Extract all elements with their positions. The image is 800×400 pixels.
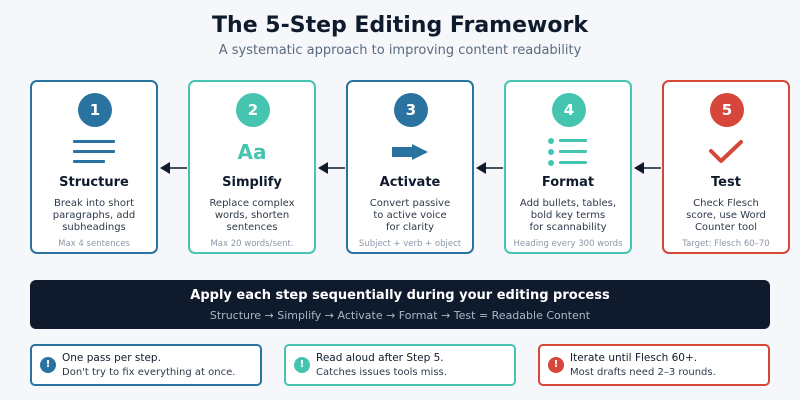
step-title: Format <box>541 175 595 190</box>
step-note: Subject + verb + object <box>358 239 462 249</box>
step-number-badge: 4 <box>552 93 586 127</box>
step-card-structure: 1 Structure Break into short paragraphs,… <box>30 80 158 254</box>
tip-box-iterate: ! Iterate until Flesch 60+. Most drafts … <box>538 344 770 386</box>
step-number-badge: 3 <box>394 93 428 127</box>
aa-icon-text: Aa <box>237 140 267 164</box>
tip-box-read-aloud: ! Read aloud after Step 5. Catches issue… <box>284 344 516 386</box>
step-note: Max 20 words/sent. <box>210 239 294 249</box>
tip-subtitle: Don't try to fix everything at once. <box>62 367 236 378</box>
tip-subtitle: Catches issues tools miss. <box>316 367 447 378</box>
checkmark-icon <box>664 137 788 167</box>
exclamation-icon: ! <box>294 357 310 373</box>
banner-subtitle: Structure → Simplify → Activate → Format… <box>209 309 591 322</box>
summary-banner: Apply each step sequentially during your… <box>30 280 770 329</box>
step-card-format: 4 Format Add bullets, tables, bold key t… <box>504 80 632 254</box>
banner-title: Apply each step sequentially during your… <box>190 288 610 303</box>
step-description: Break into short paragraphs, add subhead… <box>52 198 136 233</box>
exclamation-icon: ! <box>548 357 564 373</box>
page-subtitle: A systematic approach to improving conte… <box>218 43 582 58</box>
exclamation-icon: ! <box>40 357 56 373</box>
step-number-badge: 2 <box>236 93 270 127</box>
step-title: Test <box>711 175 741 190</box>
step-card-activate: 3 Activate Convert passive to active voi… <box>346 80 474 254</box>
tip-title: Iterate until Flesch 60+. <box>570 352 698 364</box>
step-description: Convert passive to active voice for clar… <box>369 198 451 233</box>
step-card-test: 5 Test Check Flesch score, use Word Coun… <box>662 80 790 254</box>
step-description: Check Flesch score, use Word Counter too… <box>686 198 766 233</box>
tip-title: Read aloud after Step 5. <box>316 352 444 364</box>
step-note: Heading every 300 words <box>513 239 623 249</box>
step-description: Replace complex words, shorten sentences <box>209 198 295 233</box>
step-number-badge: 1 <box>78 93 112 127</box>
tip-box-one-pass: ! One pass per step. Don't try to fix ev… <box>30 344 262 386</box>
connector-arrow-icon <box>318 162 345 174</box>
lines-icon <box>32 137 156 167</box>
step-title: Simplify <box>222 175 282 190</box>
step-title: Structure <box>59 175 129 190</box>
connector-arrow-icon <box>160 162 187 174</box>
page-title: The 5-Step Editing Framework <box>212 13 588 38</box>
arrow-icon <box>348 137 472 167</box>
connector-arrow-icon <box>634 162 661 174</box>
tip-subtitle: Most drafts need 2–3 rounds. <box>570 367 716 378</box>
step-card-simplify: 2 Aa Simplify Replace complex words, sho… <box>188 80 316 254</box>
step-note: Max 4 sentences <box>58 239 130 249</box>
bullet-list-icon <box>506 137 630 167</box>
aa-icon: Aa <box>190 137 314 167</box>
step-number-badge: 5 <box>710 93 744 127</box>
step-title: Activate <box>379 175 441 190</box>
connector-arrow-icon <box>476 162 503 174</box>
tip-title: One pass per step. <box>62 352 161 364</box>
step-note: Target: Flesch 60–70 <box>682 239 770 249</box>
step-description: Add bullets, tables, bold key terms for … <box>519 198 617 233</box>
